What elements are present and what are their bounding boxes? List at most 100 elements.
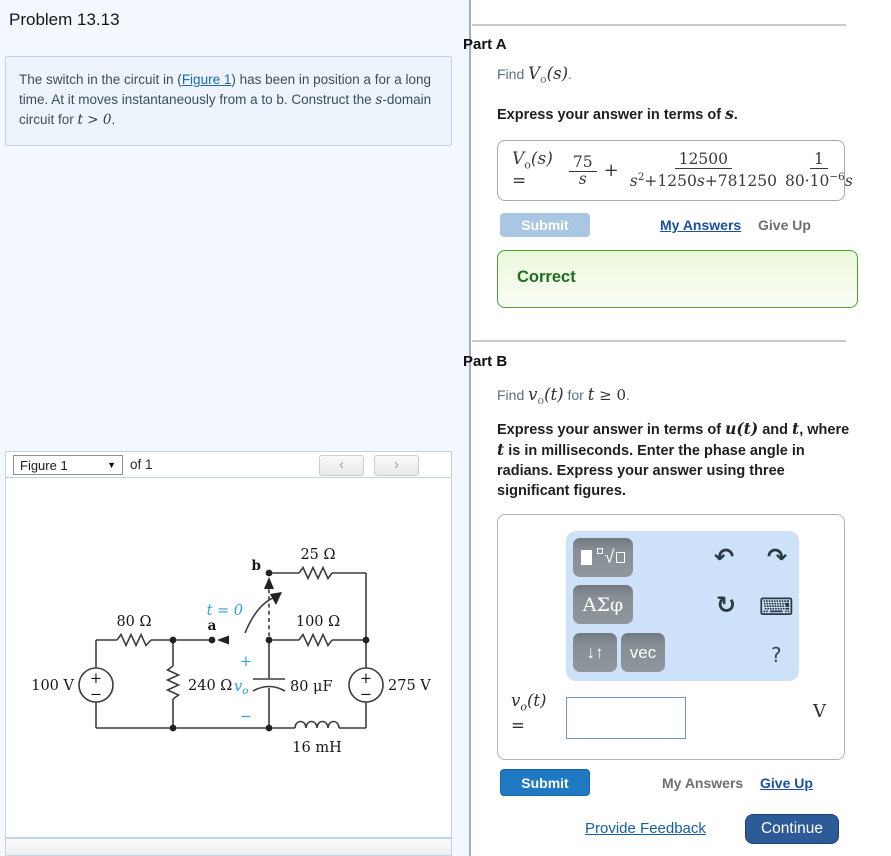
provide-feedback-link[interactable]: Provide Feedback	[585, 820, 706, 837]
part-b-answer-input[interactable]	[566, 697, 686, 739]
part-a-submit-button[interactable]: Submit	[500, 213, 590, 237]
figure-next-button[interactable]: ›	[374, 455, 419, 476]
figure-count-label: of 1	[130, 457, 153, 472]
frac3-num: 1	[809, 150, 828, 170]
source-right-plus: +	[360, 671, 372, 687]
frac2-num: 12500	[674, 150, 732, 170]
part-a-instruction: Express your answer in terms of s.	[497, 104, 847, 125]
keyboard-icon[interactable]: ⌨	[759, 593, 794, 621]
source-left-minus: −	[90, 687, 102, 703]
equals-sign: =	[511, 716, 525, 736]
label-80uf: 80 μF	[290, 679, 333, 695]
continue-button[interactable]: Continue	[745, 814, 839, 844]
help-icon[interactable]: ?	[771, 643, 782, 667]
frac3-den-a: 80·10	[784, 171, 830, 190]
square-root-icon: √	[604, 547, 615, 567]
figure-link[interactable]: Figure 1	[181, 72, 232, 87]
part-a-answer-box: Vo(s) = 75 s + 12500 s2+1250s+781250 1 8…	[497, 140, 853, 201]
redo-icon[interactable]: ↷	[767, 543, 788, 571]
math-args-t: (t)	[544, 385, 564, 404]
problem-text-3: -domain circuit for	[19, 92, 432, 127]
instruction-text-3: , where	[799, 422, 850, 438]
figure-footer-bar	[5, 838, 452, 856]
label-25-ohm: 25 Ω	[300, 547, 335, 563]
math-t: t	[587, 385, 595, 404]
part-b-submit-button[interactable]: Submit	[500, 769, 590, 796]
instruction-period: .	[733, 107, 738, 123]
problem-statement: The switch in the circuit in (Figure 1) …	[5, 56, 452, 146]
greek-symbols-button[interactable]: ΑΣφ	[573, 585, 633, 624]
math-sub-o: o	[540, 72, 547, 86]
panel-divider	[469, 0, 471, 856]
figure-select[interactable]: Figure 1 ▼	[13, 455, 123, 475]
source-right-minus: −	[360, 687, 372, 703]
label-240-ohm: 240 Ω	[188, 678, 232, 694]
plus-operator: +	[603, 160, 619, 181]
vo-plus: +	[240, 654, 252, 670]
part-a-my-answers-link[interactable]: My Answers	[660, 217, 742, 233]
math-V: V	[528, 64, 541, 83]
instruction-text-1: Express your answer in terms of	[497, 422, 726, 438]
part-b-answer-label: vo(t) =	[511, 691, 546, 735]
fraction-1-over-80e-6s: 1 80·10−6s	[781, 150, 857, 190]
eq-args: (s)	[530, 148, 553, 169]
instruction-text: Express your answer in terms of	[497, 107, 726, 123]
page-title: Problem 13.13	[9, 10, 120, 29]
figure-prev-button[interactable]: ‹	[319, 455, 364, 476]
eq-sub-o: o	[524, 158, 531, 172]
math-v: v	[528, 385, 538, 404]
label-100-ohm: 100 Ω	[296, 614, 340, 630]
exponent-box-icon	[596, 547, 603, 554]
math-s-var: s	[725, 104, 734, 123]
frac2-den-p1: +1250	[644, 171, 697, 190]
part-b-heading: Part B	[463, 353, 508, 370]
instruction-text-4: is in milliseconds. Enter the phase angl…	[497, 443, 805, 499]
part-b-instruction: Express your answer in terms of u(t) and…	[497, 419, 855, 501]
divider	[472, 340, 846, 342]
part-b-give-up-link[interactable]: Give Up	[760, 775, 813, 791]
label-275v: 275 V	[388, 678, 431, 694]
problem-text-4: .	[111, 112, 116, 127]
math-t-gt-0: t > 0	[77, 112, 112, 128]
math-args-s: (s)	[546, 64, 569, 83]
figure-toolbar: Figure 1 ▼ of 1 ‹ ›	[5, 451, 452, 478]
frac2-den-p2: +781250	[704, 171, 777, 190]
frac2-den-s: s	[629, 171, 638, 190]
find-prefix: Find	[497, 387, 529, 403]
correct-status-box: Correct	[497, 250, 858, 308]
find-suffix: .	[626, 387, 630, 403]
eq-V: V	[512, 148, 525, 169]
find-prefix: Find	[497, 66, 529, 82]
math-t-1: t	[792, 419, 800, 438]
part-a-give-up[interactable]: Give Up	[758, 217, 811, 233]
math-v: v	[511, 691, 521, 710]
instruction-text-2: and	[758, 422, 793, 438]
math-args-t: (t)	[526, 691, 547, 710]
undo-icon[interactable]: ↶	[714, 543, 735, 571]
math-geq-0: ≥ 0	[594, 386, 627, 404]
math-u-t: u(t)	[725, 419, 759, 438]
label-16mh: 16 mH	[292, 740, 341, 756]
find-suffix: .	[568, 66, 572, 82]
reset-icon[interactable]: ↻	[716, 591, 737, 619]
unit-label: V	[813, 701, 826, 722]
problem-text-2: ) has been in position a for a long time…	[19, 72, 431, 107]
fraction-12500: 12500 s2+1250s+781250	[626, 150, 781, 190]
radicand-box-icon	[616, 552, 626, 563]
divider	[472, 24, 846, 26]
vo-minus: −	[240, 709, 252, 725]
frac2-den-s2: s	[696, 171, 705, 190]
equation-lhs: Vo(s) =	[512, 148, 553, 190]
label-80-ohm: 80 Ω	[116, 614, 151, 630]
math-s: s	[375, 92, 383, 108]
status-badge: Correct	[517, 268, 576, 286]
part-b-my-answers[interactable]: My Answers	[662, 775, 744, 791]
updown-arrows-button[interactable]: ↓↑	[573, 633, 617, 672]
frac1-num: 75	[568, 152, 597, 172]
vector-button[interactable]: vec	[621, 633, 665, 672]
templates-button[interactable]: √	[573, 538, 633, 577]
frac3-den-sup: −6	[829, 170, 845, 183]
find-mid: for	[563, 387, 588, 403]
part-b-find: Find vo(t) for t ≥ 0.	[497, 385, 630, 407]
part-a-heading: Part A	[463, 36, 507, 53]
